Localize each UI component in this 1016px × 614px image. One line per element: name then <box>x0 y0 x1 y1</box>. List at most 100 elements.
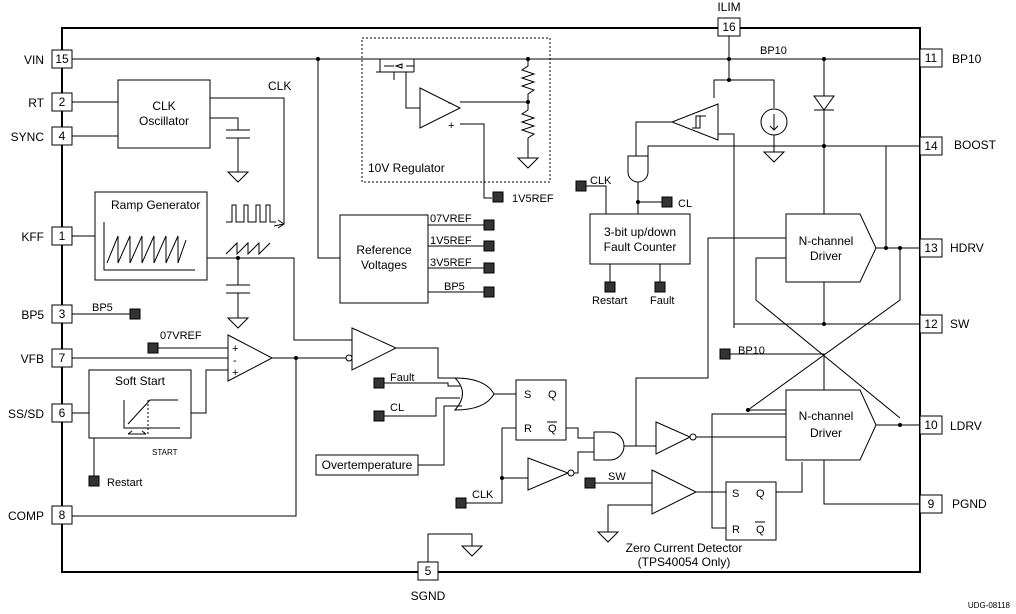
svg-text:BP10: BP10 <box>760 45 787 57</box>
svg-text:R: R <box>524 423 532 435</box>
ground-icon <box>226 317 250 329</box>
svg-text:RT: RT <box>28 96 44 110</box>
1v5ref-out-node <box>483 240 495 252</box>
ground-icon <box>762 151 786 163</box>
pin-hdrv: 13 HDRV <box>919 238 984 258</box>
svg-text:Zero Current Detector: Zero Current Detector <box>626 541 743 555</box>
pwm-comparator <box>351 327 398 371</box>
pin-sync: 4 SYNC <box>11 126 73 146</box>
pin-vin: 15 VIN <box>24 49 73 69</box>
bp5-out-node <box>483 286 495 298</box>
svg-text:PGND: PGND <box>952 497 987 511</box>
svg-text:UDG-08118: UDG-08118 <box>968 601 1011 610</box>
svg-text:Restart: Restart <box>107 477 142 489</box>
sr-latch-2 <box>725 481 777 541</box>
svg-text:8: 8 <box>59 508 66 522</box>
svg-text:11: 11 <box>925 51 938 65</box>
bp10-ls-node <box>719 348 731 360</box>
restart-counter-node <box>604 281 616 293</box>
svg-text:Overtemperature: Overtemperature <box>322 458 413 472</box>
svg-text:3V5REF: 3V5REF <box>430 257 472 269</box>
hysteresis-icon <box>692 115 706 129</box>
svg-text:CL: CL <box>390 402 404 414</box>
cl-in-node <box>373 410 385 422</box>
pulse-train-icon <box>226 204 276 223</box>
clk-oscillator-block <box>117 79 211 149</box>
svg-text:1: 1 <box>59 229 66 243</box>
sw-in-node <box>584 477 596 489</box>
ground-icon <box>516 157 540 169</box>
svg-text:Fault: Fault <box>650 295 674 307</box>
svg-text:Fault Counter: Fault Counter <box>604 240 677 254</box>
svg-text:Q: Q <box>548 423 557 435</box>
pin-sw: 12 SW <box>919 314 970 334</box>
pin-pgnd: 9 PGND <box>919 494 987 514</box>
ramp-waveform-icon <box>225 241 271 256</box>
bp5-node <box>129 308 141 320</box>
restart-ss-node <box>88 475 100 487</box>
svg-text:LDRV: LDRV <box>950 419 982 433</box>
svg-text:Q: Q <box>756 524 765 536</box>
svg-text:BP10: BP10 <box>952 52 982 66</box>
pin-bp5: 3 BP5 <box>21 304 73 324</box>
svg-text:+: + <box>448 120 454 132</box>
svg-text:-: - <box>448 97 452 109</box>
svg-text:Soft Start: Soft Start <box>115 374 166 388</box>
svg-text:5: 5 <box>425 564 432 578</box>
high-side-driver <box>785 213 877 283</box>
svg-text:1V5REF: 1V5REF <box>512 193 554 205</box>
svg-text:7: 7 <box>59 351 66 365</box>
inverter-clk <box>527 457 570 491</box>
svg-text:(TPS40054 Only): (TPS40054 Only) <box>638 555 731 569</box>
svg-text:CLK: CLK <box>472 489 494 501</box>
svg-text:VFB: VFB <box>21 352 44 366</box>
soft-start-block <box>88 369 192 439</box>
svg-text:Driver: Driver <box>810 249 842 263</box>
svg-text:SW: SW <box>608 471 626 483</box>
svg-text:START: START <box>152 448 178 457</box>
svg-text:9: 9 <box>928 497 935 511</box>
svg-text:1V5REF: 1V5REF <box>430 235 472 247</box>
07vref-node <box>147 342 159 354</box>
reference-voltages-block <box>339 214 429 304</box>
svg-text:Q: Q <box>548 389 557 401</box>
svg-text:Restart: Restart <box>592 295 627 307</box>
07vref-out-node <box>483 219 495 231</box>
svg-text:-: - <box>233 355 237 367</box>
ground-icon <box>226 171 250 183</box>
boost-diode-icon <box>813 95 835 111</box>
svg-text:3-bit up/down: 3-bit up/down <box>604 225 676 239</box>
svg-text:HDRV: HDRV <box>950 241 984 255</box>
ilim-comparator <box>670 103 719 141</box>
svg-text:S: S <box>732 488 739 500</box>
svg-text:+: + <box>232 343 238 355</box>
clk-bottom-node <box>455 497 467 509</box>
svg-text:CLK: CLK <box>152 99 175 113</box>
and-gate-ls <box>593 431 625 461</box>
svg-text:07VREF: 07VREF <box>430 213 472 225</box>
pin-rt: 2 RT <box>28 92 73 112</box>
fault-counter-node <box>654 281 666 293</box>
svg-text:N-channel: N-channel <box>799 234 854 248</box>
pin-kff: 1 KFF <box>21 226 73 246</box>
pin-bp10: 11 BP10 <box>919 48 982 68</box>
svg-text:Driver: Driver <box>810 426 842 440</box>
svg-text:R: R <box>732 524 740 536</box>
inverter-ls <box>655 421 692 455</box>
svg-text:SGND: SGND <box>411 589 446 603</box>
svg-text:SW: SW <box>950 317 970 331</box>
pin-comp: 8 COMP <box>8 505 73 525</box>
svg-text:SYNC: SYNC <box>11 130 45 144</box>
svg-text:07VREF: 07VREF <box>160 330 202 342</box>
svg-text:VIN: VIN <box>24 53 44 67</box>
svg-text:COMP: COMP <box>8 509 44 523</box>
pin-sgnd: 5 SGND <box>411 561 446 603</box>
svg-text:13: 13 <box>924 241 938 255</box>
1v5ref-reg-node <box>492 191 504 203</box>
low-side-driver <box>785 389 877 461</box>
pin-vfb: 7 VFB <box>21 348 73 368</box>
svg-text:12: 12 <box>924 317 938 331</box>
pin-ldrv: 10 LDRV <box>919 415 982 435</box>
pin-ss-sd: 6 SS/SD <box>8 403 73 423</box>
